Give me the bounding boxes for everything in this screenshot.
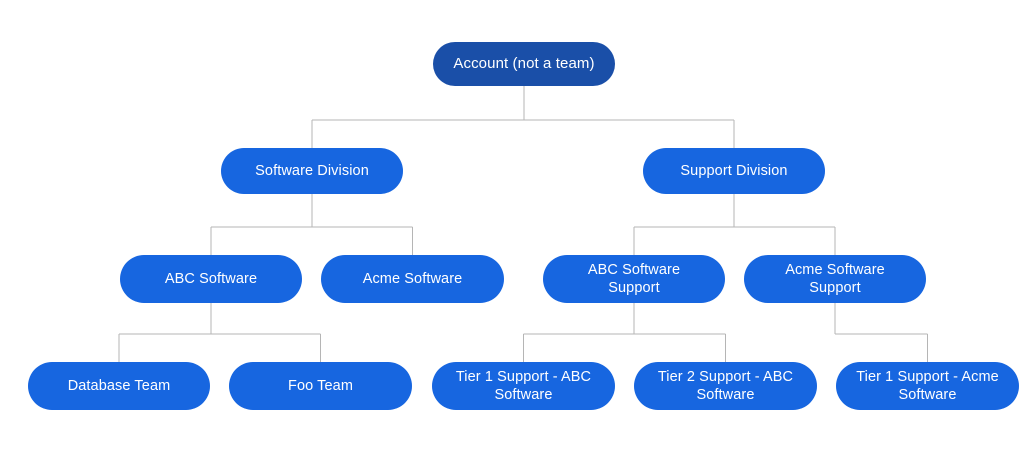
org-node-label: Acme Software	[362, 270, 463, 287]
org-node-label: Foo Team	[287, 377, 353, 394]
org-node-label: Account (not a team)	[453, 54, 595, 72]
org-node-label: ABC Software Support	[587, 261, 681, 296]
org-node-tier-1-support-abc[interactable]: Tier 1 Support - ABC Software	[432, 362, 615, 410]
org-node-label: Database Team	[67, 377, 171, 394]
org-node-tier-1-support-acme[interactable]: Tier 1 Support - Acme Software	[836, 362, 1019, 410]
org-node-abc-software[interactable]: ABC Software	[120, 255, 302, 303]
org-node-database-team[interactable]: Database Team	[28, 362, 210, 410]
org-node-label: ABC Software	[164, 270, 258, 287]
org-node-foo-team[interactable]: Foo Team	[229, 362, 412, 410]
org-node-label: Tier 1 Support - Acme Software	[856, 368, 999, 403]
org-node-support-division[interactable]: Support Division	[643, 148, 825, 194]
org-node-acme-software-support[interactable]: Acme Software Support	[744, 255, 926, 303]
org-node-account[interactable]: Account (not a team)	[433, 42, 615, 86]
org-node-label: Tier 1 Support - ABC Software	[455, 368, 592, 403]
org-node-label: Software Division	[255, 162, 369, 179]
org-node-label: Support Division	[680, 162, 788, 179]
org-node-label: Tier 2 Support - ABC Software	[657, 368, 794, 403]
org-node-abc-software-support[interactable]: ABC Software Support	[543, 255, 725, 303]
org-node-acme-software[interactable]: Acme Software	[321, 255, 504, 303]
org-node-software-division[interactable]: Software Division	[221, 148, 403, 194]
org-node-tier-2-support-abc[interactable]: Tier 2 Support - ABC Software	[634, 362, 817, 410]
org-node-label: Acme Software Support	[785, 261, 885, 296]
